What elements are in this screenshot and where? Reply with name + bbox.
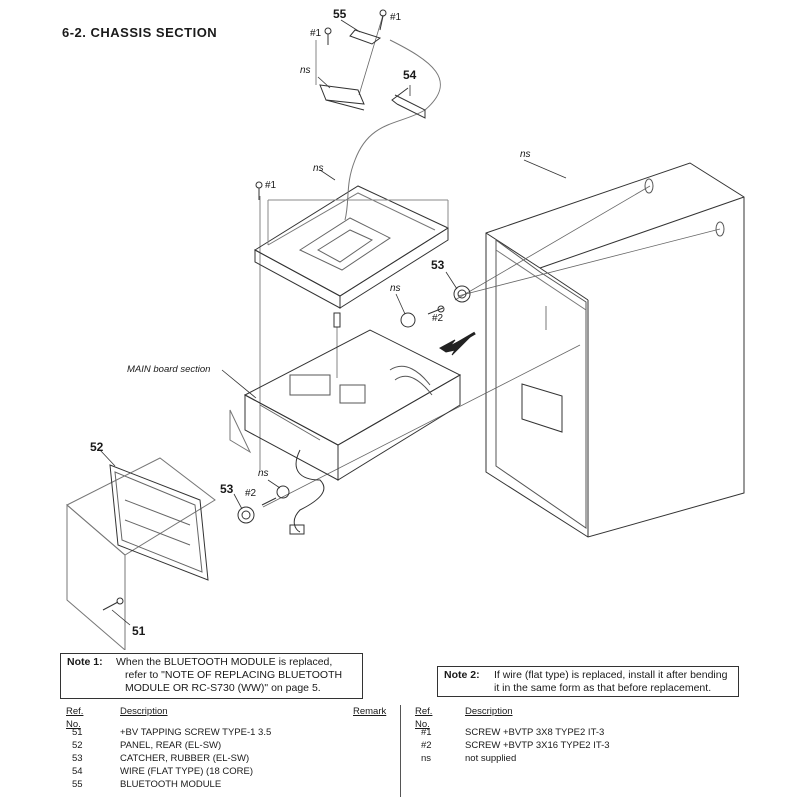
- callout-ns-chassis: ns: [313, 163, 324, 174]
- note-2-line-2: it in the same form as that before repla…: [494, 682, 712, 694]
- row-ref: 53: [72, 753, 83, 764]
- header-description: Description: [120, 706, 168, 717]
- note-1-box: Note 1: When the BLUETOOTH MODULE is rep…: [60, 653, 363, 699]
- catcher-right-drawing: [400, 285, 471, 328]
- note-1-line-1: When the BLUETOOTH MODULE is replaced,: [116, 656, 333, 668]
- row-desc: WIRE (FLAT TYPE) (18 CORE): [120, 766, 254, 777]
- cabinet-drawing: [485, 162, 745, 538]
- note-1-label: Note 1:: [67, 656, 103, 668]
- row-desc: not supplied: [465, 753, 517, 764]
- row-desc: SCREW +BVTP 3X8 TYPE2 IT-3: [465, 727, 605, 738]
- header-ref-no: Ref. No.: [66, 706, 84, 730]
- callout-ns-top: ns: [300, 65, 311, 76]
- note-1-line-3: MODULE OR RC-S730 (WW)" on page 5.: [125, 682, 321, 694]
- row-ref: #1: [421, 727, 432, 738]
- rear-panel-drawing: [66, 457, 290, 650]
- header-ref-no-right: Ref. No.: [415, 706, 433, 730]
- callout-53-right: 53: [431, 258, 445, 272]
- table-divider: [400, 705, 401, 797]
- callout-screw-2-left: #2: [245, 488, 257, 499]
- leader-lines: [99, 19, 567, 626]
- row-ref: 51: [72, 727, 83, 738]
- row-desc: +BV TAPPING SCREW TYPE-1 3.5: [120, 727, 272, 738]
- callout-52: 52: [90, 440, 104, 454]
- row-ref: 54: [72, 766, 83, 777]
- note-2-line-1: If wire (flat type) is replaced, install…: [494, 669, 728, 681]
- row-desc: PANEL, REAR (EL-SW): [120, 740, 222, 751]
- row-ref: #2: [421, 740, 432, 751]
- bluetooth-module-drawing: [319, 29, 441, 221]
- main-board-drawing: [229, 329, 462, 535]
- row-desc: BLUETOOTH MODULE: [120, 779, 222, 790]
- note-2-label: Note 2:: [444, 669, 480, 681]
- row-ref: ns: [421, 753, 432, 764]
- exploded-view-diagram: [66, 9, 745, 650]
- callout-screw-1-top: #1: [390, 12, 402, 23]
- header-description-right: Description: [465, 706, 513, 717]
- page-title: 6-2. CHASSIS SECTION: [62, 25, 218, 40]
- chassis-frame: [254, 185, 450, 309]
- note-2-box: Note 2: If wire (flat type) is replaced,…: [437, 666, 739, 697]
- callout-screw-1-mid: #1: [265, 180, 277, 191]
- callout-54: 54: [403, 68, 417, 82]
- header-remark: Remark: [353, 706, 387, 717]
- callout-ns-cabinet: ns: [520, 149, 531, 160]
- flat-wire-drawing: [391, 87, 426, 119]
- callout-screw-2-right: #2: [432, 313, 444, 324]
- row-desc: CATCHER, RUBBER (EL-SW): [120, 753, 250, 764]
- callout-screw-1-topleft: #1: [310, 28, 322, 39]
- callout-51: 51: [132, 624, 146, 638]
- callout-55: 55: [333, 7, 347, 21]
- alignment-lines: [259, 14, 721, 508]
- row-ref: 55: [72, 779, 83, 790]
- row-desc: SCREW +BVTP 3X16 TYPE2 IT-3: [465, 740, 610, 751]
- note-1-line-2: refer to "NOTE OF REPLACING BLUETOOTH: [125, 669, 343, 681]
- callout-ns-catcher-right: ns: [390, 283, 401, 294]
- row-ref: 52: [72, 740, 83, 751]
- callout-53-left: 53: [220, 482, 234, 496]
- screws-1: [255, 9, 387, 328]
- callout-ns-catcher-left: ns: [258, 468, 269, 479]
- callout-main-board: MAIN board section: [127, 364, 211, 375]
